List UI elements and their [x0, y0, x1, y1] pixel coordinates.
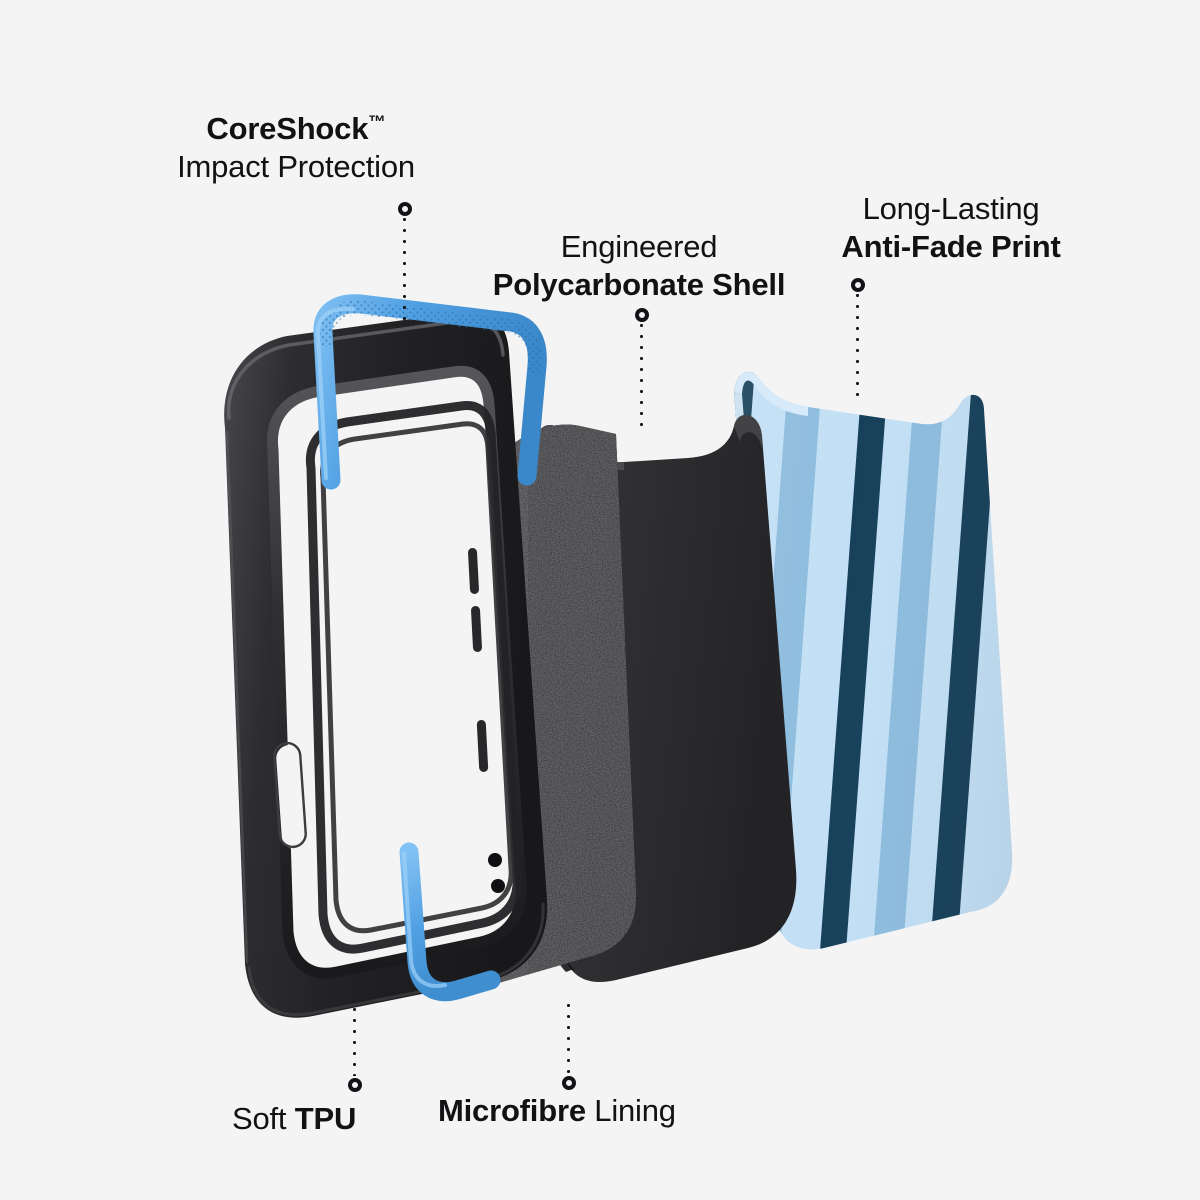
leader-ring-icon	[347, 1078, 362, 1092]
leader-line-polycarbonate	[634, 308, 649, 430]
speaker-port-b	[491, 879, 505, 893]
leader-dots-icon	[353, 1008, 356, 1076]
leader-ring-icon	[850, 278, 865, 292]
callout-microfibre-bold: Microfibre	[438, 1093, 586, 1128]
tpu-bumper-layer	[195, 294, 615, 1030]
callout-tpu-bold: TPU	[294, 1101, 357, 1136]
callout-antifade-line1: Long-Lasting	[862, 191, 1040, 226]
callout-tpu: Soft TPU	[232, 1100, 356, 1138]
callout-coreshock-line2: Impact Protection	[177, 148, 415, 184]
leader-dots-icon	[567, 1004, 570, 1074]
trademark-symbol: ™	[368, 111, 386, 132]
print-edge-highlight	[734, 371, 808, 416]
tpu-accent-top-highlight	[315, 306, 355, 480]
action-button-cutout	[276, 745, 308, 849]
callout-coreshock: CoreShock™ Impact Protection	[146, 110, 446, 186]
action-button-cutout-rim	[273, 741, 307, 849]
callout-tpu-regular: Soft	[232, 1101, 295, 1136]
volume-slot-down	[471, 605, 482, 652]
leader-dots-icon	[856, 294, 859, 396]
callout-antifade: Long-Lasting Anti-Fade Print	[806, 190, 1096, 266]
tpu-button-cutouts	[273, 741, 308, 849]
leader-line-antifade	[850, 278, 865, 396]
leader-line-tpu	[347, 1008, 362, 1094]
callout-polycarbonate: Engineered Polycarbonate Shell	[478, 228, 800, 304]
leader-ring-icon	[634, 308, 649, 322]
callout-polycarbonate-line1: Engineered	[560, 229, 718, 264]
callout-microfibre-regular: Lining	[585, 1093, 676, 1128]
tpu-secondary-rail-highlight	[320, 421, 514, 934]
tpu-port-slots	[468, 547, 505, 893]
volume-slot-up	[468, 547, 479, 594]
leader-dots-icon	[403, 218, 406, 324]
tpu-top-highlight	[226, 318, 505, 420]
speaker-port-a	[488, 853, 502, 867]
leader-dots-icon	[640, 324, 643, 430]
polycarbonate-shoulder-edge	[734, 414, 762, 450]
tpu-accent-bottom	[399, 842, 501, 1002]
callout-polycarbonate-line2: Polycarbonate Shell	[492, 266, 786, 302]
power-slot	[476, 720, 489, 772]
tpu-accent-bottom-highlight	[402, 852, 447, 988]
tpu-frame	[224, 311, 548, 1018]
leader-line-coreshock	[397, 202, 412, 324]
tpu-accent-top-texture	[319, 300, 543, 375]
callout-microfibre: Microfibre Lining	[438, 1092, 676, 1130]
tpu-left-highlight	[225, 430, 249, 964]
callout-antifade-line2: Anti-Fade Print	[841, 228, 1061, 264]
leader-ring-icon	[561, 1076, 576, 1090]
leader-ring-icon	[397, 202, 412, 216]
tpu-bottom-highlight	[247, 902, 545, 1017]
callout-coreshock-line1: CoreShock™	[206, 111, 386, 146]
tpu-accent-top	[313, 294, 547, 490]
leader-line-microfibre	[561, 1004, 576, 1092]
